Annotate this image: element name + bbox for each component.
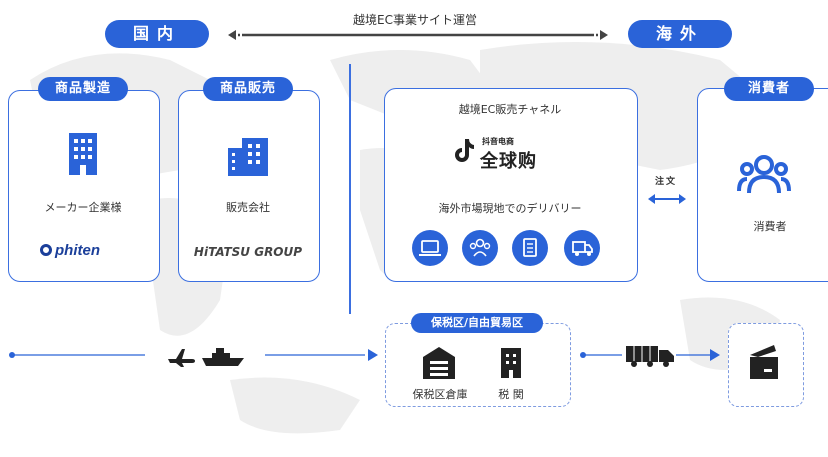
local-delivery-label: 海外市場現地でのデリバリー	[438, 202, 582, 215]
quanqiugou-label: 全球购	[480, 151, 537, 172]
store-building-icon	[228, 138, 268, 176]
people-icon	[462, 230, 498, 266]
manufacturing-card	[8, 90, 160, 282]
logistics-flow-lines	[9, 349, 720, 361]
customs-building-icon	[501, 348, 521, 378]
order-bidirectional-arrow-icon	[648, 194, 686, 204]
phiten-logo: phiten	[40, 242, 100, 259]
tiktok-icon	[455, 139, 474, 162]
consumer-header: 消費者	[724, 77, 814, 101]
sales-header: 商品販売	[203, 77, 293, 101]
mailbox-icon	[750, 345, 778, 379]
consumer-card	[697, 88, 828, 282]
building-icon	[69, 133, 97, 175]
bidirectional-arrow-icon	[228, 30, 608, 40]
channel-title: 越境EC販売チャネル	[458, 103, 562, 116]
hitatsu-group-logo: HiTATSU GROUP	[193, 245, 303, 259]
phiten-logo-text: phiten	[55, 242, 100, 259]
domestic-pill: 国内	[105, 20, 209, 48]
truck-icon	[564, 230, 600, 266]
manufacturer-label: メーカー企業様	[44, 201, 122, 214]
order-label: 注文	[654, 177, 677, 187]
cargo-truck-icon	[626, 346, 674, 367]
warehouse-icon	[423, 347, 455, 379]
document-icon	[512, 230, 548, 266]
domestic-overseas-divider	[349, 64, 351, 314]
douyin-ec-label: 抖音电商	[482, 137, 514, 146]
laptop-icon	[412, 230, 448, 266]
customs-label: 税 関	[498, 388, 524, 401]
manufacturing-header: 商品製造	[38, 77, 128, 101]
overseas-pill: 海外	[628, 20, 732, 48]
ship-icon	[202, 348, 244, 366]
consumer-label: 消費者	[753, 220, 787, 233]
bonded-warehouse-label: 保税区倉庫	[412, 388, 468, 401]
bonded-area-header: 保税区/自由貿易区	[411, 313, 543, 333]
bonded-area-box	[385, 323, 571, 407]
airplane-icon	[168, 349, 195, 367]
cross-border-operation-label: 越境EC事業サイト運営	[353, 13, 477, 27]
phiten-logo-mark	[40, 244, 52, 256]
sales-company-label: 販売会社	[226, 201, 270, 214]
consumers-icon	[737, 155, 791, 194]
